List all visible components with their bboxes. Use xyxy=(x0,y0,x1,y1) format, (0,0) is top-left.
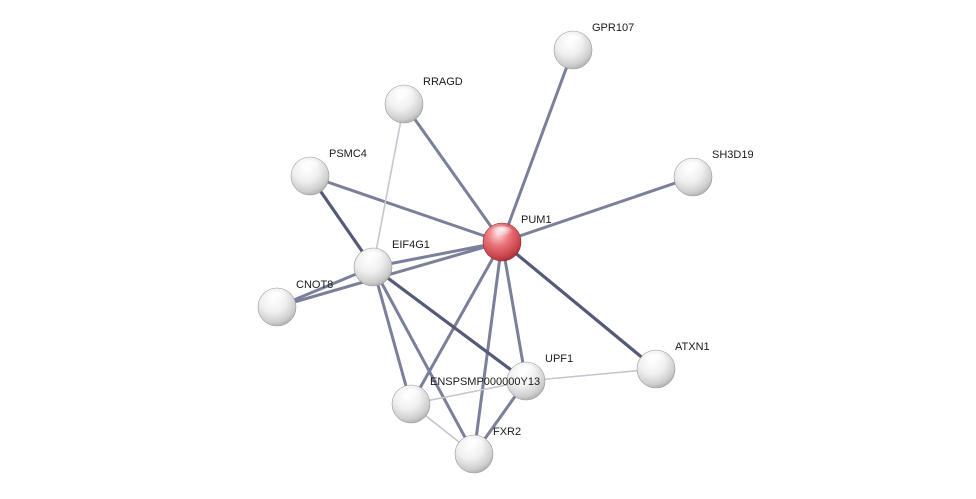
node-cnot8[interactable]: CNOT8 xyxy=(257,279,333,327)
node-gpr107[interactable]: GPR107 xyxy=(553,22,634,70)
edge-pum1-rragd[interactable] xyxy=(402,102,504,244)
node-enspsmp[interactable]: ENSPSMP000000Y13 xyxy=(391,376,540,424)
node-label: RRAGD xyxy=(423,76,463,88)
node-highlight-gloss xyxy=(561,34,585,49)
edge-pum1-fxr2[interactable] xyxy=(472,240,504,456)
node-label: UPF1 xyxy=(545,353,573,365)
node-label: ATXN1 xyxy=(675,341,710,353)
edges-layer xyxy=(275,48,695,456)
edge-pum1-eif4g1[interactable] xyxy=(371,240,504,269)
node-label: EIF4G1 xyxy=(392,239,430,251)
node-label: FXR2 xyxy=(493,426,521,438)
node-label: PUM1 xyxy=(521,214,552,226)
node-highlight-gloss xyxy=(265,291,289,306)
node-label: ENSPSMP000000Y13 xyxy=(430,376,540,388)
node-fxr2[interactable]: FXR2 xyxy=(454,426,521,474)
node-label: SH3D19 xyxy=(712,149,754,161)
edge-eif4g1-upf1[interactable] xyxy=(371,265,528,383)
edge-eif4g1-enspsmp[interactable] xyxy=(371,265,413,406)
edge-pum1-psmc4[interactable] xyxy=(308,174,504,244)
node-highlight-gloss xyxy=(490,226,514,241)
node-highlight-gloss xyxy=(361,251,385,266)
edge-pum1-atxn1[interactable] xyxy=(500,240,658,371)
node-highlight-gloss xyxy=(462,438,486,453)
node-psmc4[interactable]: PSMC4 xyxy=(290,148,367,196)
node-label: CNOT8 xyxy=(296,279,333,291)
edge-rragd-eif4g1[interactable] xyxy=(372,103,405,268)
node-upf1[interactable]: UPF1 xyxy=(506,353,573,401)
node-highlight-gloss xyxy=(298,160,322,175)
node-eif4g1[interactable]: EIF4G1 xyxy=(353,239,430,287)
node-label: GPR107 xyxy=(592,22,634,34)
node-sh3d19[interactable]: SH3D19 xyxy=(673,149,754,197)
edge-upf1-atxn1[interactable] xyxy=(525,368,657,382)
edge-pum1-enspsmp[interactable] xyxy=(409,240,504,406)
edge-upf1-enspsmp[interactable] xyxy=(410,380,527,405)
edge-pum1-upf1[interactable] xyxy=(500,240,528,383)
node-pum1[interactable]: PUM1 xyxy=(482,214,552,262)
node-highlight-gloss xyxy=(644,353,668,368)
node-highlight-gloss xyxy=(681,161,705,176)
node-rragd[interactable]: RRAGD xyxy=(384,76,463,124)
node-highlight-gloss xyxy=(399,388,423,403)
node-atxn1[interactable]: ATXN1 xyxy=(636,341,710,389)
edge-eif4g1-fxr2[interactable] xyxy=(371,265,476,456)
node-highlight-gloss xyxy=(514,365,538,380)
edge-pum1-gpr107[interactable] xyxy=(500,48,575,244)
edge-pum1-sh3d19[interactable] xyxy=(500,175,695,244)
node-label: PSMC4 xyxy=(329,148,367,160)
node-highlight-gloss xyxy=(392,88,416,103)
